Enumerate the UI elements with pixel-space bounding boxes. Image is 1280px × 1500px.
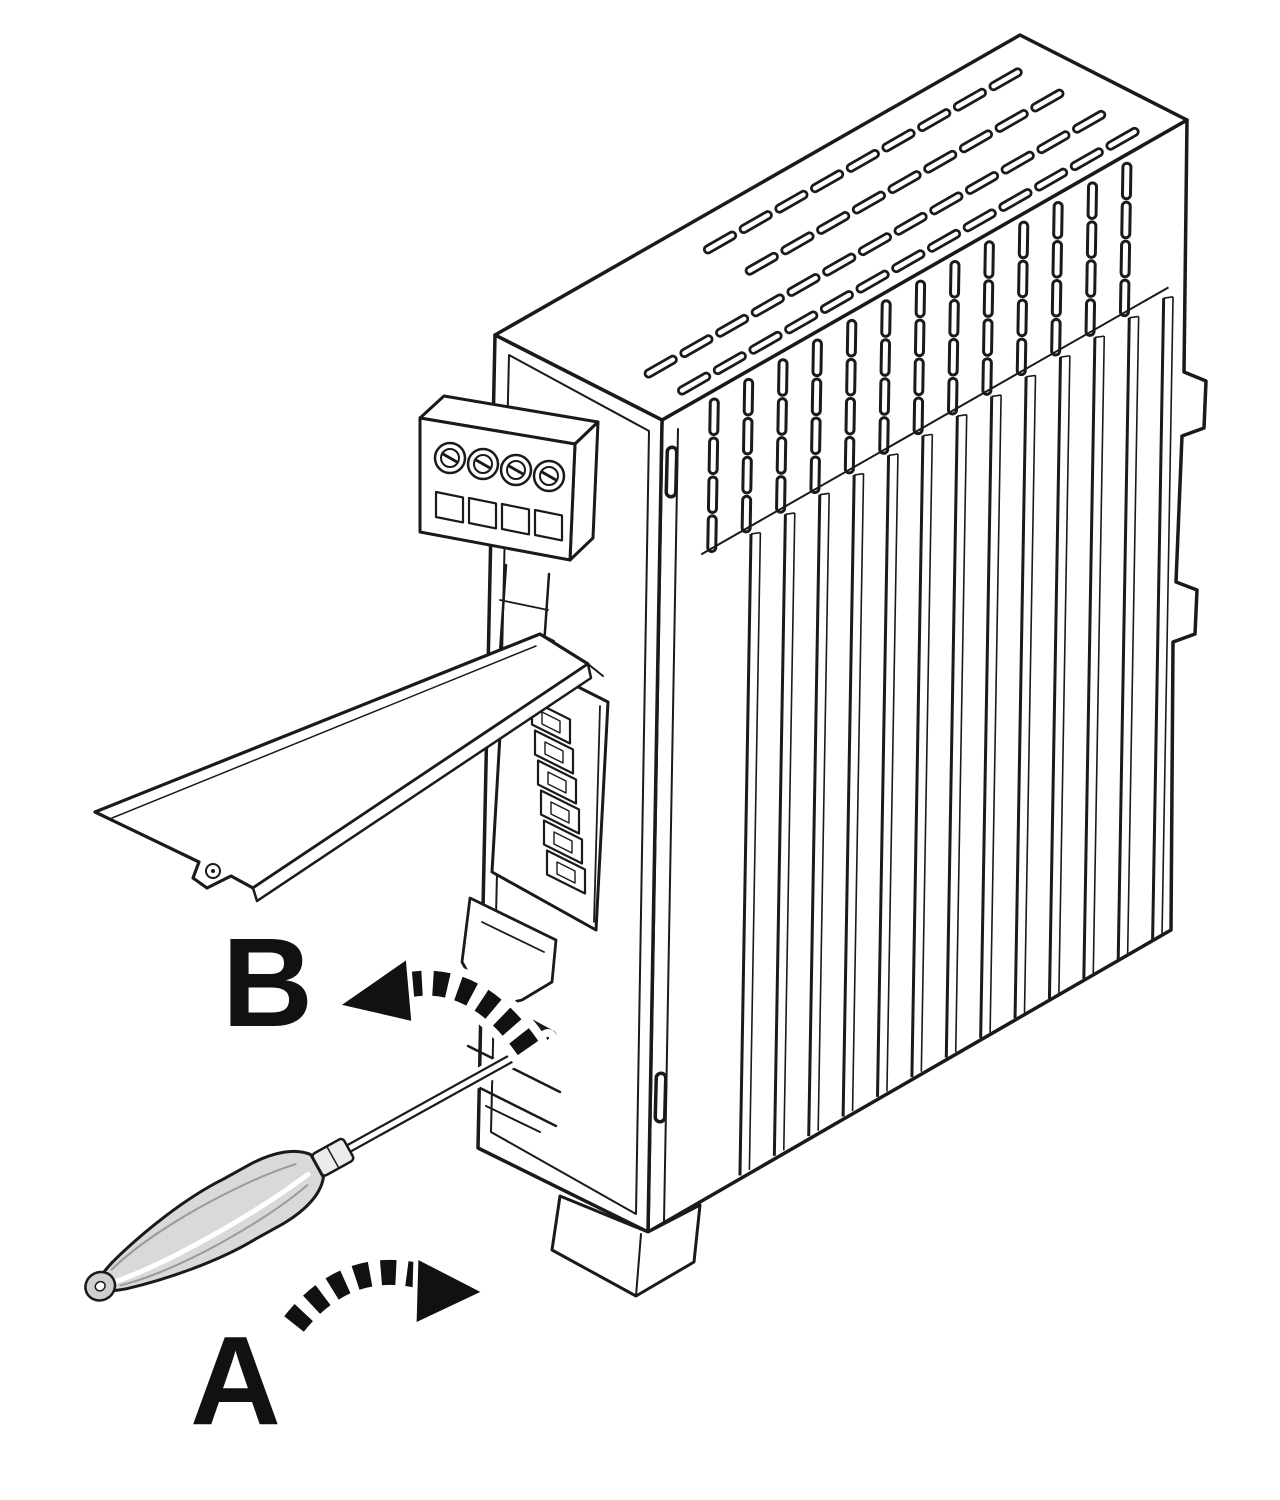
screwdriver-handle: [96, 1149, 325, 1293]
cover-hinge-link-2: [539, 633, 555, 642]
screwdriver-ferrule-line: [326, 1145, 340, 1169]
terminal-block: [418, 394, 600, 662]
cover-flap: [93, 632, 604, 903]
edge-snap-slots: [653, 445, 679, 1124]
din-foot-edge: [635, 1233, 642, 1297]
label-b: B: [222, 912, 313, 1053]
latch-rib-3: [485, 1105, 541, 1133]
screwdriver-handle-shade-top: [119, 1184, 309, 1287]
rotation-arrow-a-icon: [273, 1251, 489, 1345]
arrow-a-head: [411, 1253, 489, 1329]
rotation-arrow-b-icon: [333, 953, 549, 1069]
terminal-channel-left: [498, 563, 508, 654]
din-rail-module: [476, 33, 1208, 1298]
screwdriver-endcap-dot: [94, 1280, 106, 1292]
terminal-screws: [433, 441, 566, 542]
latch-rib-2: [462, 1078, 558, 1128]
compartment-inner-edge: [593, 705, 601, 923]
arrow-b-head: [333, 953, 417, 1027]
screwdriver-handle-highlight: [111, 1171, 311, 1285]
arrow-a-dashes: [284, 1260, 451, 1332]
cover-flap-crease: [111, 645, 537, 819]
top-vent-slots: [643, 67, 1140, 396]
din-foot: [550, 1194, 702, 1298]
side-cooling-fins: [700, 286, 1174, 1176]
screwdriver-handle-shade-bottom: [110, 1163, 297, 1271]
side-vent-slots: [706, 161, 1133, 554]
latch-rib-1: [466, 1044, 562, 1094]
cover-flap-screw-dot: [211, 869, 215, 873]
latch-hook-line: [481, 921, 545, 953]
label-a: A: [190, 1310, 281, 1451]
screwdriver: [84, 1036, 550, 1302]
terminal-channel-rung: [499, 599, 549, 611]
clamp-ladder: [530, 699, 587, 895]
cover-flap-thickness: [251, 662, 593, 903]
cover-flap-face: [93, 632, 590, 890]
cover-hinge-link-1: [587, 663, 604, 677]
